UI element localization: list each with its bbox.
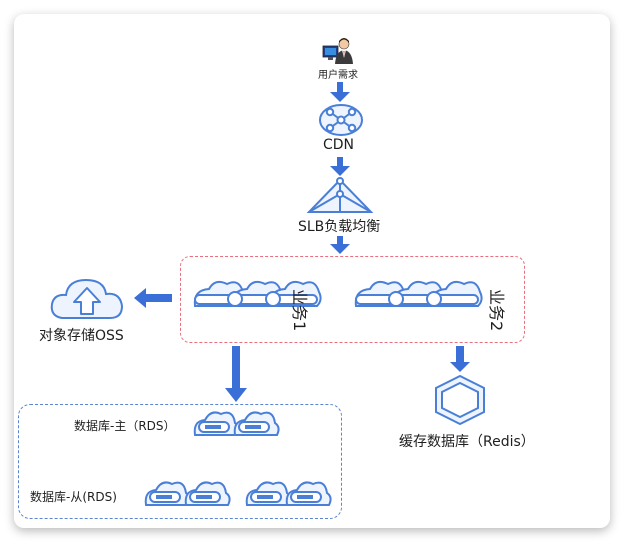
arrow-business-to-oss (134, 288, 172, 308)
diagram-card (14, 14, 610, 528)
slb-label: SLB负载均衡 (298, 219, 381, 235)
cdn-icon (319, 104, 363, 136)
business-2-label: 业务2 (487, 289, 506, 332)
redis-label: 缓存数据库（Redis） (399, 434, 535, 450)
business-1-server-cluster-icon (193, 280, 322, 307)
user-label: 用户需求 (318, 70, 358, 81)
arrow-user-to-cdn (330, 82, 350, 102)
business-1-label: 业务1 (290, 289, 309, 332)
business-2-server-cluster-icon (354, 280, 483, 307)
arrow-cdn-to-slb (330, 157, 350, 176)
arrow-slb-to-business (330, 236, 350, 254)
arrow-business-to-redis (450, 346, 470, 372)
rds-master-db-icon (193, 411, 280, 436)
redis-hexagon-icon (435, 374, 485, 426)
database-group-box (18, 404, 342, 519)
rds-slave-label: 数据库-从(RDS) (30, 490, 117, 504)
business-group-box (180, 256, 525, 343)
slb-icon (306, 177, 374, 213)
arrow-business-to-database (225, 346, 247, 402)
oss-label: 对象存储OSS (39, 328, 124, 344)
oss-cloud-upload-icon (50, 278, 124, 319)
rds-slave-db-icon-1 (144, 481, 231, 506)
cdn-label: CDN (323, 137, 355, 153)
rds-master-label: 数据库-主（RDS） (74, 419, 176, 433)
user-icon (322, 38, 353, 64)
rds-slave-db-icon-2 (245, 481, 332, 506)
